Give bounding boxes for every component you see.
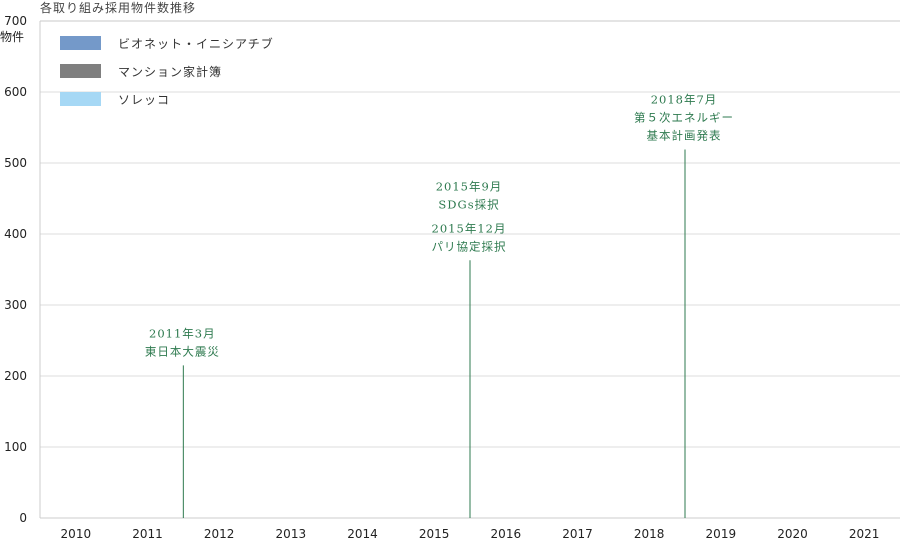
- legend-swatch: [60, 92, 101, 106]
- x-tick-label: 2011: [132, 527, 163, 539]
- x-tick-label: 2013: [276, 527, 307, 539]
- y-tick-label: 700: [4, 14, 27, 28]
- y-tick-label: 600: [4, 85, 27, 99]
- x-tick-label: 2017: [562, 527, 593, 539]
- event-label: 2015年9月: [436, 179, 503, 193]
- x-tick-label: 2019: [706, 527, 737, 539]
- event-label: 基本計画発表: [647, 129, 722, 143]
- y-tick-label: 0: [19, 511, 27, 525]
- y-tick-label: 200: [4, 369, 27, 383]
- legend-swatch: [60, 36, 101, 50]
- event-label: 第５次エネルギー: [634, 111, 734, 125]
- legend-label: マンション家計簿: [118, 64, 222, 79]
- y-axis-label: 物件: [0, 30, 24, 44]
- x-tick-label: 2020: [777, 527, 808, 539]
- x-tick-label: 2015: [419, 527, 450, 539]
- x-tick-label: 2016: [491, 527, 522, 539]
- x-tick-label: 2010: [61, 527, 92, 539]
- event-label: 東日本大震災: [145, 344, 220, 358]
- chart-title: 各取り組み採用物件数推移: [40, 0, 196, 15]
- x-tick-label: 2018: [634, 527, 665, 539]
- legend-label: ビオネット・イニシアチブ: [118, 36, 274, 51]
- x-tick-label: 2012: [204, 527, 235, 539]
- y-tick-label: 300: [4, 298, 27, 312]
- x-tick-label: 2014: [347, 527, 378, 539]
- legend-label: ソレッコ: [118, 93, 170, 107]
- y-tick-label: 400: [4, 227, 27, 241]
- x-tick-label: 2021: [849, 527, 880, 539]
- legend-swatch: [60, 64, 101, 78]
- event-label: 2015年12月: [432, 221, 507, 235]
- y-tick-label: 100: [4, 440, 27, 454]
- event-label: 2011年3月: [149, 326, 216, 340]
- event-label: 2018年7月: [651, 93, 718, 107]
- event-label: SDGs採択: [438, 197, 499, 211]
- event-label: パリ協定採択: [432, 239, 507, 253]
- y-tick-label: 500: [4, 156, 27, 170]
